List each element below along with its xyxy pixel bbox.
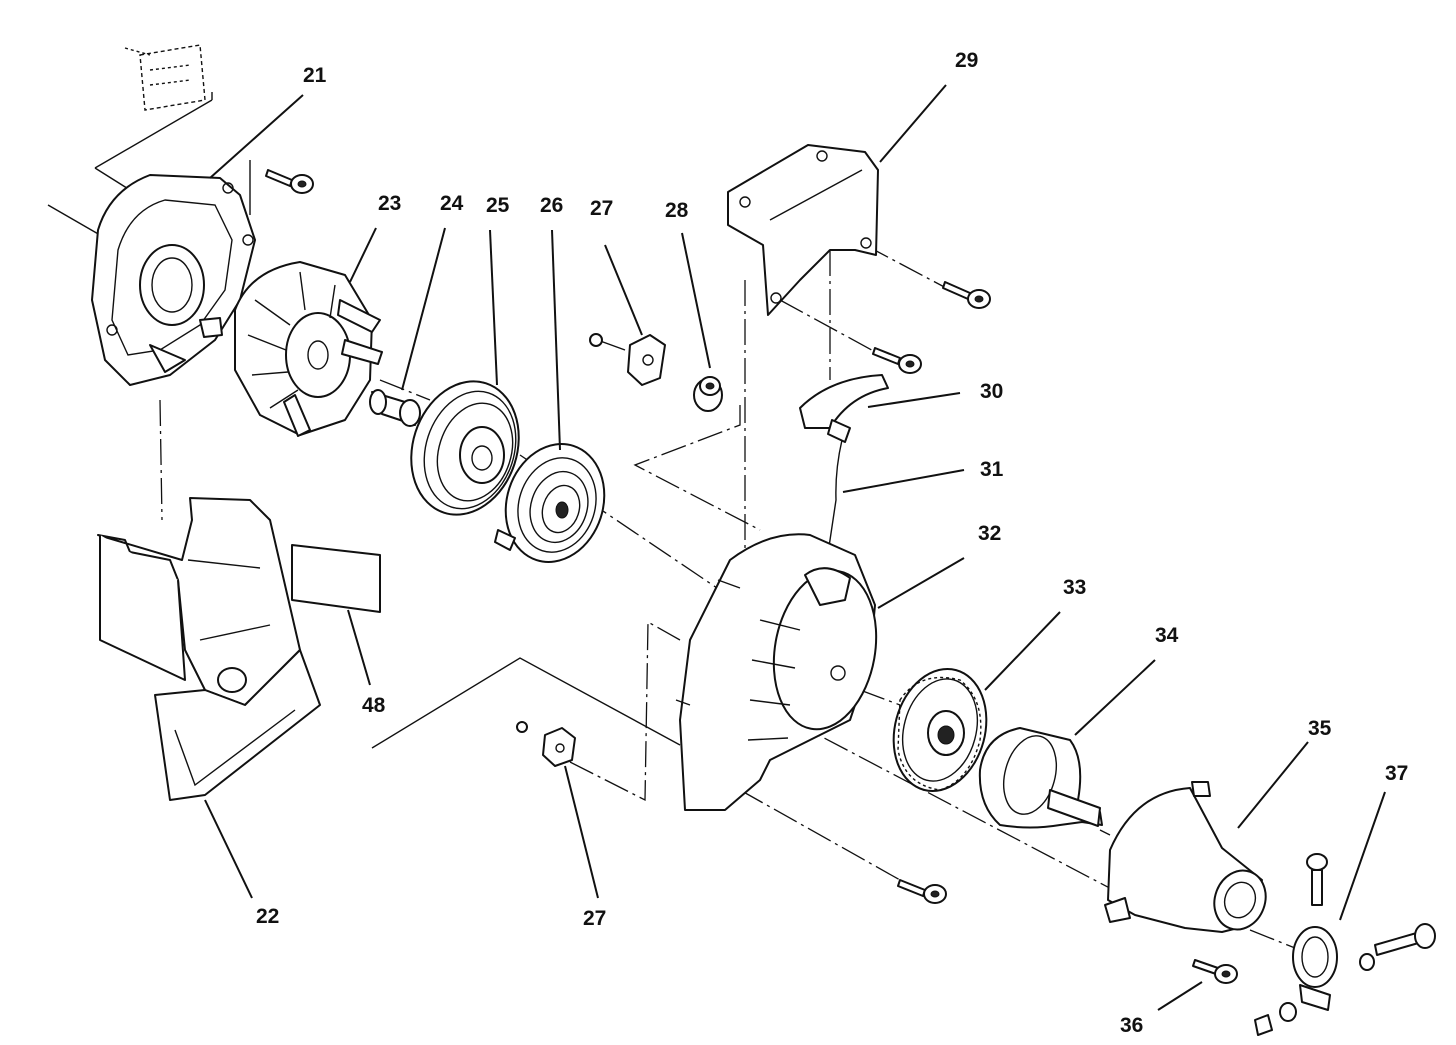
callout-28: 28 — [665, 199, 689, 222]
callout-25: 25 — [486, 194, 510, 217]
part-28-bushing — [693, 376, 723, 412]
callout-32: 32 — [978, 522, 1001, 545]
screw-lower — [897, 879, 947, 904]
callout-24: 24 — [440, 192, 464, 215]
callout-33: 33 — [1063, 576, 1086, 599]
callout-34: 34 — [1155, 624, 1179, 647]
part-26-spring — [494, 443, 606, 563]
part-22-shroud — [97, 497, 321, 801]
part-29-bracket — [727, 144, 879, 316]
callout-35: 35 — [1308, 717, 1332, 740]
screw-21 — [265, 169, 314, 194]
callout-31: 31 — [980, 458, 1004, 481]
part-27-pawl-lower — [516, 721, 576, 767]
leader-lines — [204, 84, 1386, 1011]
callout-27-lower: 27 — [583, 907, 606, 930]
part-24-sleeve — [369, 389, 421, 427]
callout-29: 29 — [955, 49, 978, 72]
callout-22: 22 — [256, 905, 279, 928]
callout-37: 37 — [1385, 762, 1408, 785]
part-34-drum — [978, 727, 1103, 829]
part-37-clamp — [1254, 853, 1436, 1036]
callout-27-upper: 27 — [590, 197, 613, 220]
part-33-ratchet — [892, 667, 988, 793]
part-35-cover — [1104, 781, 1267, 933]
callout-21: 21 — [303, 64, 327, 87]
screws-29 — [872, 281, 991, 374]
part-25-pulley — [410, 380, 520, 516]
part-48-label — [291, 544, 381, 613]
part-21-housing — [91, 174, 256, 386]
callout-labels: 21 22 23 24 25 26 27 27 28 29 30 31 32 3… — [256, 49, 1408, 1037]
part-36-screw — [1192, 959, 1238, 984]
part-32-starter-housing — [675, 533, 878, 811]
part-30-handle — [799, 374, 889, 443]
callout-36: 36 — [1120, 1014, 1143, 1037]
callout-23: 23 — [378, 192, 401, 215]
part-27-pawl-upper — [589, 333, 666, 386]
callout-26: 26 — [540, 194, 563, 217]
callout-30: 30 — [980, 380, 1003, 403]
callout-48: 48 — [362, 694, 386, 717]
part-23-fan — [234, 261, 383, 437]
reference-sketch — [124, 44, 206, 111]
